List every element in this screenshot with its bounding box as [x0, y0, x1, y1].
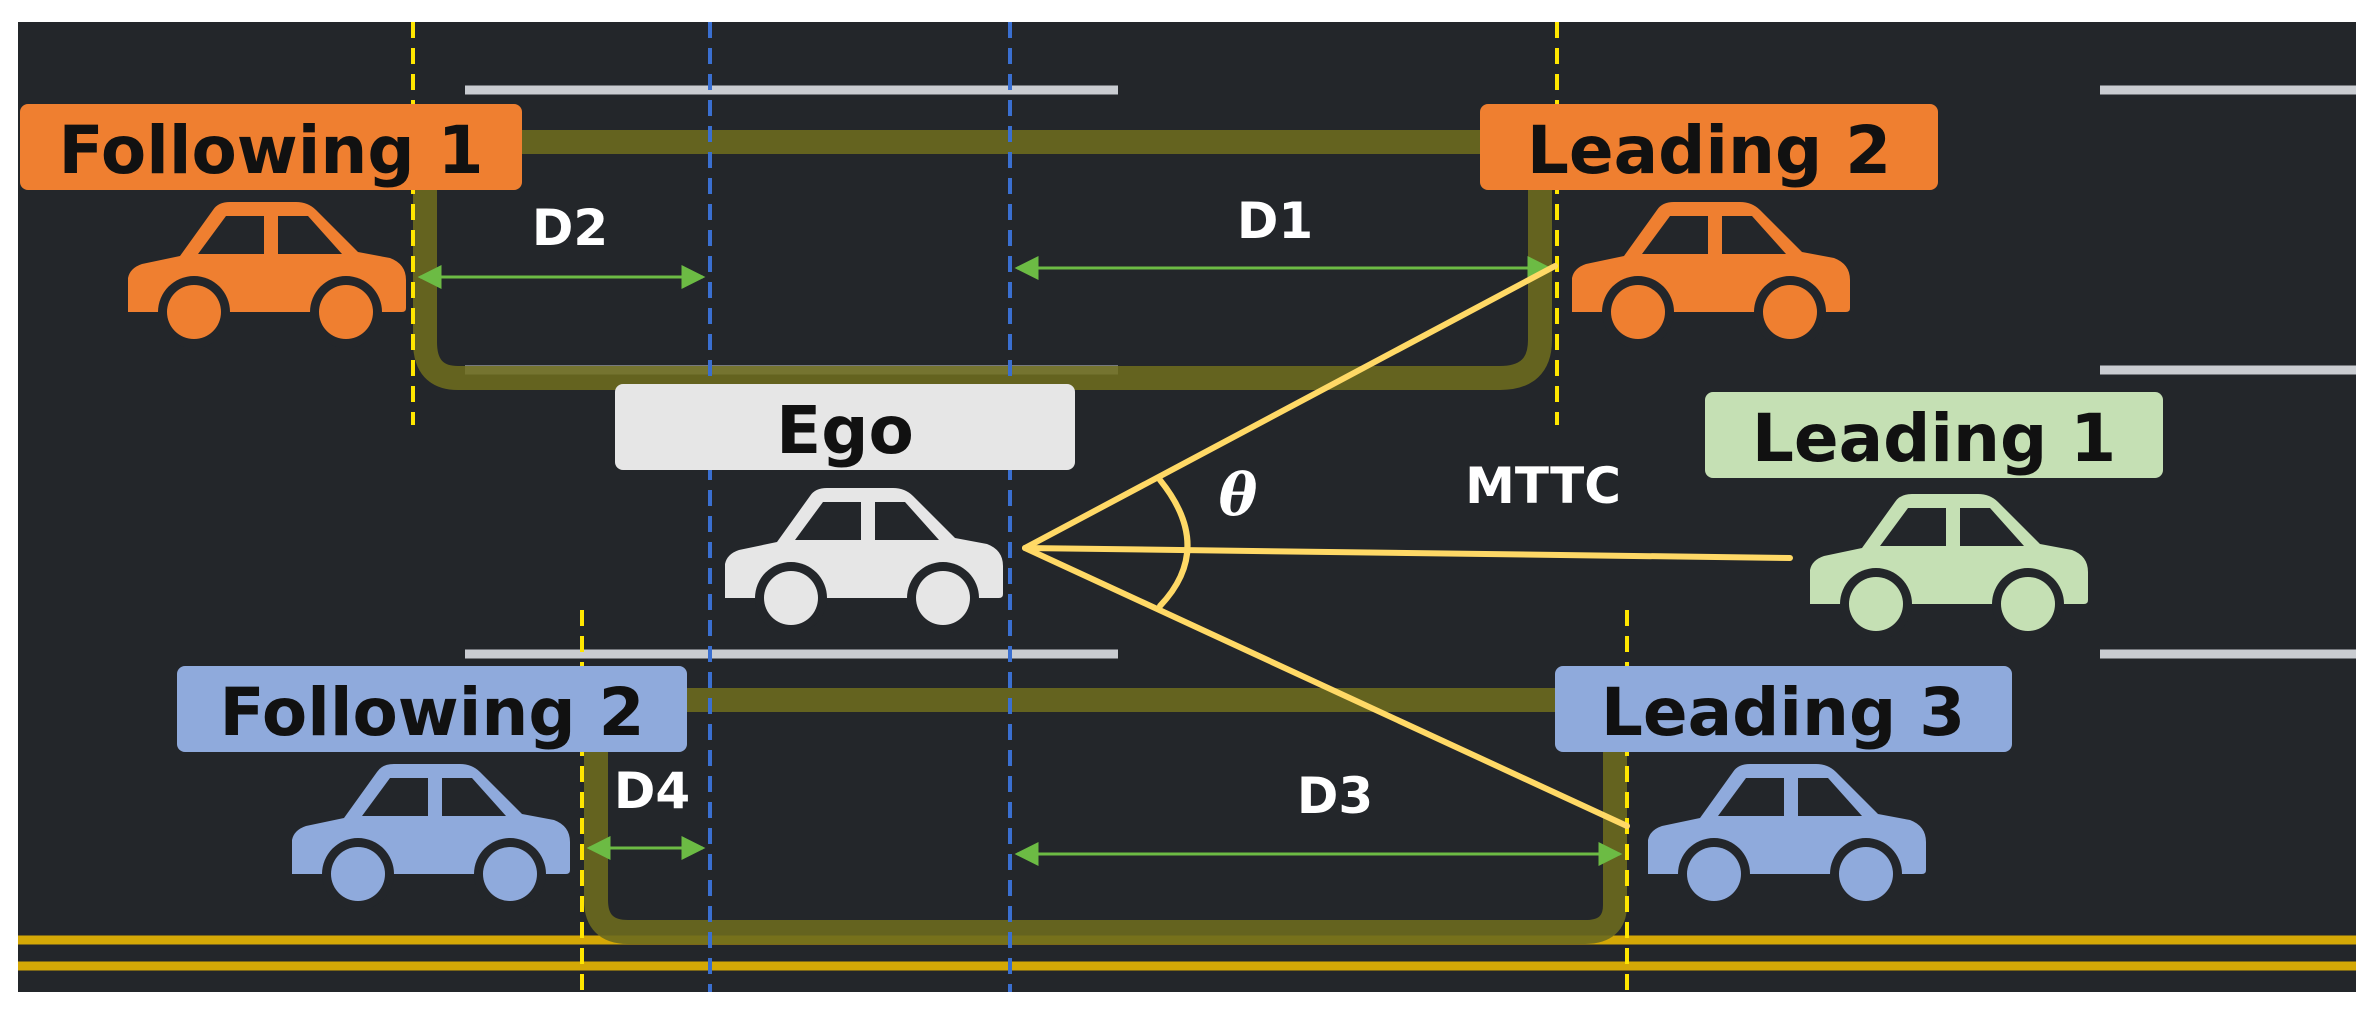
label-leading-2: Leading 2 — [1480, 104, 1938, 190]
label-leading-1-text: Leading 1 — [1752, 400, 2116, 477]
label-leading-3: Leading 3 — [1555, 666, 2012, 752]
label-leading-2-text: Leading 2 — [1527, 112, 1891, 189]
label-ego-text: Ego — [776, 392, 914, 469]
sight-lines — [1022, 263, 1793, 829]
target-lane-boxes — [413, 130, 1627, 944]
label-mttc: MTTC — [1465, 457, 1621, 515]
distance-arrows — [417, 256, 1623, 866]
label-leading-3-text: Leading 3 — [1601, 674, 1965, 751]
label-following-2-text: Following 2 — [219, 674, 644, 751]
label-d2: D2 — [532, 199, 608, 257]
angle-arc — [1157, 477, 1191, 609]
label-ego: Ego — [615, 384, 1075, 470]
label-d1: D1 — [1237, 192, 1313, 250]
label-d4: D4 — [614, 762, 690, 820]
label-theta: θ — [1219, 461, 1258, 529]
label-leading-1: Leading 1 — [1705, 392, 2163, 478]
label-following-1-text: Following 1 — [58, 112, 483, 189]
label-following-1: Following 1 — [20, 104, 522, 190]
label-d3: D3 — [1297, 767, 1373, 825]
label-following-2: Following 2 — [177, 666, 687, 752]
